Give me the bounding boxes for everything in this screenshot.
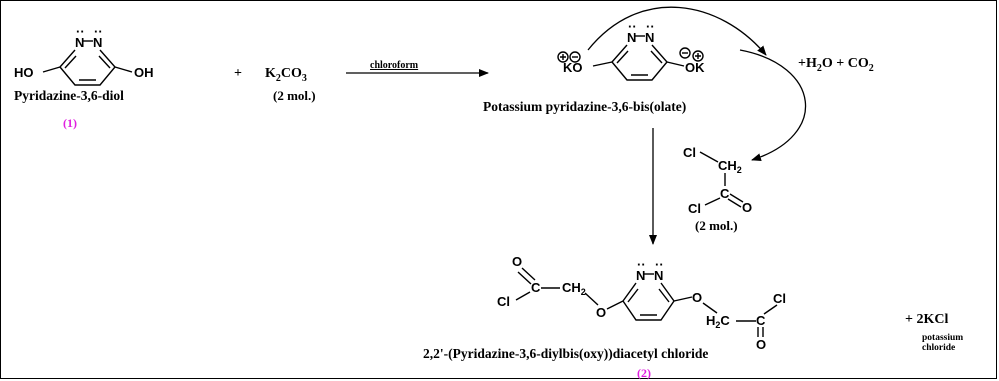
lone-pair-dots: ·· bbox=[94, 24, 103, 39]
chloroacetyl-amount: (2 mol.) bbox=[695, 218, 738, 233]
product-structure: O C Cl CH2 O N N ·· ·· O H2C C Cl O bbox=[497, 254, 786, 352]
methylene-label: CH2 bbox=[718, 158, 742, 175]
compound-number-1: (1) bbox=[63, 116, 77, 130]
potassium-oxide-left: KO bbox=[563, 60, 583, 75]
lone-pair-dots: ·· bbox=[637, 257, 646, 272]
solvent-label: chloroform bbox=[370, 60, 419, 71]
chlorine-label: Cl bbox=[688, 201, 701, 216]
chlorine-left: Cl bbox=[497, 294, 510, 309]
reagent-formula: K2CO3 bbox=[265, 66, 307, 84]
reactant1-name: Pyridazine-3,6-diol bbox=[14, 88, 124, 103]
chlorine-right: Cl bbox=[773, 291, 786, 306]
ring-nitrogen-1: N bbox=[636, 268, 645, 283]
byproduct-kcl: + 2KCl bbox=[905, 312, 948, 327]
ring-nitrogen-2: N bbox=[645, 30, 654, 45]
product-name: 2,2'-(Pyridazine-3,6-diylbis(oxy))diacet… bbox=[423, 346, 708, 361]
ether-oxygen-left: O bbox=[596, 305, 606, 320]
intermediate-name: Potassium pyridazine-3,6-bis(olate) bbox=[483, 99, 686, 114]
lone-pair-dots: ·· bbox=[76, 24, 85, 39]
ether-oxygen-right: O bbox=[692, 290, 702, 305]
reagent-amount: (2 mol.) bbox=[273, 88, 316, 103]
compound-number-2: (2) bbox=[637, 366, 651, 380]
plus-sign: + bbox=[234, 66, 242, 81]
ring-nitrogen-1: N bbox=[75, 35, 84, 50]
hydroxy-right-label: OH bbox=[134, 65, 154, 80]
kcl-name-line2: chloride bbox=[922, 343, 955, 353]
lone-pair-dots: ·· bbox=[646, 19, 655, 34]
oxygen-label: O bbox=[742, 200, 752, 215]
ring-nitrogen-2: N bbox=[93, 35, 102, 50]
hydroxy-left-label: HO bbox=[14, 65, 34, 80]
kcl-name-line1: potassium bbox=[922, 333, 963, 343]
electron-flow-arrow bbox=[739, 49, 807, 162]
ring-nitrogen-2: N bbox=[654, 268, 663, 283]
carbonyl-oxygen-left: O bbox=[512, 254, 522, 269]
potassium-oxide-right: OK bbox=[685, 60, 705, 75]
carbonyl-carbon-left: C bbox=[531, 280, 541, 295]
bis-olate-structure: N N ·· ·· KO OK bbox=[557, 19, 705, 81]
negative-charge-icon bbox=[679, 47, 691, 59]
byproduct-water-co2: +H2O + CO2 bbox=[798, 56, 874, 74]
positive-charge-icon bbox=[692, 50, 704, 62]
methylene-left: CH2 bbox=[562, 280, 586, 297]
chloroacetyl-chloride-structure: Cl CH2 C O Cl bbox=[683, 145, 752, 216]
pyridazine-diol-structure: N N ·· ·· HO OH bbox=[14, 24, 154, 86]
lone-pair-dots: ·· bbox=[628, 19, 637, 34]
positive-charge-icon bbox=[557, 51, 569, 63]
lone-pair-dots: ·· bbox=[655, 257, 664, 272]
carbonyl-carbon-label: C bbox=[720, 186, 730, 201]
ring-nitrogen-1: N bbox=[627, 30, 636, 45]
chlorine-label: Cl bbox=[683, 145, 696, 160]
electron-flow-arrow bbox=[587, 6, 767, 56]
carbonyl-oxygen-right: O bbox=[756, 337, 766, 352]
carbonyl-carbon-right: C bbox=[756, 313, 766, 328]
negative-charge-icon bbox=[569, 51, 581, 63]
methylene-right: H2C bbox=[706, 313, 730, 330]
